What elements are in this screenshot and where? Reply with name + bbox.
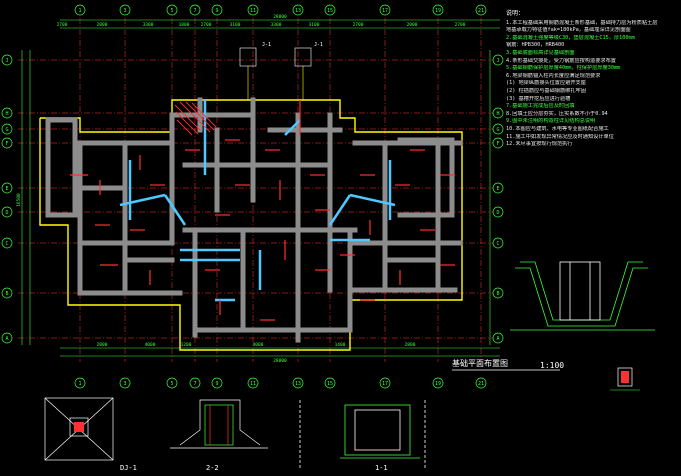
dim-top-1: 2800 bbox=[97, 22, 108, 28]
mark-j1-left: J-1 bbox=[262, 42, 271, 48]
axis-right-B: B bbox=[496, 291, 499, 297]
axis-bottom-5: 5 bbox=[170, 381, 173, 387]
rebar-marks bbox=[70, 100, 455, 321]
dim-bottom-0: 2800 bbox=[97, 342, 108, 348]
axis-right-G: G bbox=[496, 127, 499, 133]
note-line: 4.条形基础交接处，受力钢筋应按构造要求布置 bbox=[506, 57, 616, 64]
axis-left-J: J bbox=[5, 58, 8, 64]
axis-top-11: 11 bbox=[250, 8, 256, 14]
note-line: 1.本工程基础采用钢筋混凝土条形基础，基础持力层为粉质粘土层 bbox=[506, 19, 658, 26]
axis-bottom-17: 17 bbox=[382, 381, 388, 387]
note-line: 11.施工中如发现异常情况应及时通知设计单位 bbox=[506, 133, 614, 140]
axis-right-A: A bbox=[496, 336, 499, 342]
dim-bottom-1: 4000 bbox=[145, 342, 156, 348]
dim-top-8: 2700 bbox=[353, 22, 364, 28]
axis-bottom-21: 21 bbox=[478, 381, 484, 387]
axis-right-C: C bbox=[496, 241, 499, 247]
note-line: 8.回填土应分层夯实，压实系数不小于0.94 bbox=[506, 110, 608, 117]
dim-top-2: 3300 bbox=[143, 22, 154, 28]
note-line: (2) 柱插筋应与基础钢筋绑扎牢固 bbox=[506, 87, 586, 94]
dim-top-6: 3300 bbox=[271, 22, 282, 28]
title-dj1: DJ-1 bbox=[120, 464, 137, 472]
note-line: 钢筋：HPB300，HRB400 bbox=[506, 42, 565, 49]
dim-top-9: 2000 bbox=[407, 22, 418, 28]
axis-top-1: 1 bbox=[78, 8, 81, 14]
axis-top-7: 7 bbox=[193, 8, 196, 14]
design-notes: 说明： 1.本工程基础采用钢筋混凝土条形基础，基础持力层为粉质粘土层 地基承载力… bbox=[506, 10, 678, 149]
note-line: 2.基础混凝土强度等级C30，垫层混凝土C15，厚100mm bbox=[506, 34, 635, 41]
right-section-detail bbox=[510, 261, 655, 331]
axis-left-F: F bbox=[5, 141, 8, 147]
dim-top-total: 28800 bbox=[273, 14, 287, 20]
dim-top-4: 2700 bbox=[201, 22, 212, 28]
dimension-lines bbox=[21, 19, 500, 357]
axis-bottom-9: 9 bbox=[215, 381, 218, 387]
axis-bubbles bbox=[1, 4, 504, 389]
note-line: 9.图中未注明的构造柱详见结构总说明 bbox=[506, 118, 596, 125]
axis-top-5: 5 bbox=[170, 8, 173, 14]
dim-top-0: 2700 bbox=[57, 22, 68, 28]
axis-bottom-19: 19 bbox=[435, 381, 441, 387]
wall-strips bbox=[45, 97, 463, 343]
note-line: 5.基础钢筋保护层厚度40mm，柱保护层厚度30mm bbox=[506, 65, 621, 72]
plan-title: 基础平面布置图 bbox=[452, 359, 508, 368]
dim-bottom-3: 4000 bbox=[253, 342, 264, 348]
axis-bottom-11: 11 bbox=[250, 381, 256, 387]
j1-section-marks bbox=[239, 47, 312, 100]
note-line: 12.未尽事宜按现行规范执行 bbox=[506, 141, 573, 148]
note-line: (3) 基槽开挖后应进行验槽 bbox=[506, 95, 571, 102]
ground-beams bbox=[119, 100, 396, 302]
dj1-detail bbox=[44, 397, 114, 461]
axis-top-9: 9 bbox=[215, 8, 218, 14]
note-line: (1) 地梁纵筋接头位置应避开支座 bbox=[506, 80, 586, 87]
axis-left-A: A bbox=[5, 336, 8, 342]
axis-top-3: 3 bbox=[123, 8, 126, 14]
dim-top-5: 3100 bbox=[230, 22, 241, 28]
dim-top-3: 1800 bbox=[179, 22, 190, 28]
axis-top-19: 19 bbox=[435, 8, 441, 14]
axis-right-J: J bbox=[496, 58, 499, 64]
title-2-2: 2-2 bbox=[206, 464, 219, 472]
axis-bottom-3: 3 bbox=[123, 381, 126, 387]
axis-top-13: 13 bbox=[295, 8, 301, 14]
dim-bottom-4: 1400 bbox=[335, 342, 346, 348]
axis-bottom-15: 15 bbox=[327, 381, 333, 387]
axis-left-B: B bbox=[5, 291, 8, 297]
notes-title: 说明： bbox=[506, 10, 525, 17]
axis-right-D: D bbox=[496, 210, 499, 216]
axis-left-H: H bbox=[5, 111, 8, 117]
dim-top-7: 3100 bbox=[309, 22, 320, 28]
stair-hatch bbox=[174, 101, 217, 136]
axis-left-C: C bbox=[5, 241, 8, 247]
dim-top-10: 2700 bbox=[455, 22, 466, 28]
axis-bottom-7: 7 bbox=[193, 381, 196, 387]
plan-scale: 1:100 bbox=[540, 361, 565, 370]
dim-bottom-total: 28800 bbox=[273, 358, 287, 364]
note-line: 地基承载力特征值fak=180kPa，基础埋深详见剖面图 bbox=[506, 27, 631, 34]
axis-left-E: E bbox=[5, 186, 8, 192]
mark-j1-right: J-1 bbox=[314, 42, 323, 48]
axis-left-D: D bbox=[5, 210, 8, 216]
section-1-1 bbox=[299, 400, 426, 470]
axis-top-17: 17 bbox=[382, 8, 388, 14]
axis-top-21: 21 bbox=[478, 8, 484, 14]
note-line: 7.基础施工完成后应及时回填 bbox=[506, 103, 575, 110]
axis-bottom-13: 13 bbox=[295, 381, 301, 387]
axis-right-E: E bbox=[496, 186, 499, 192]
axis-right-F: F bbox=[496, 141, 499, 147]
dim-left-total: 16500 bbox=[16, 193, 22, 207]
note-line: 3.基础底面标高详见基础剖面 bbox=[506, 49, 575, 56]
dim-bottom-5: 2800 bbox=[405, 342, 416, 348]
note-line: 10.本图应与建筑、水电等专业图纸配合施工 bbox=[506, 125, 609, 132]
title-1-1: 1-1 bbox=[375, 464, 388, 472]
dim-bottom-2: 1200 bbox=[181, 342, 192, 348]
axis-right-H: H bbox=[496, 111, 499, 117]
column-detail bbox=[610, 367, 640, 391]
axis-top-15: 15 bbox=[327, 8, 333, 14]
section-2-2 bbox=[170, 399, 268, 449]
axis-bottom-1: 1 bbox=[78, 381, 81, 387]
note-line: 6.地梁钢筋锚入柱内长度应满足规范要求 bbox=[506, 72, 601, 79]
axis-left-G: G bbox=[5, 127, 8, 133]
